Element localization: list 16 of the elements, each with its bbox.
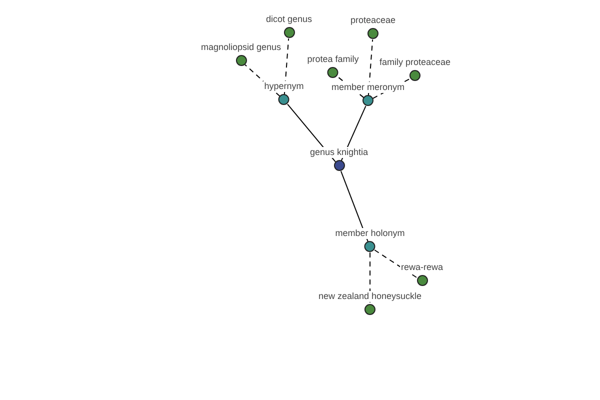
connector-line — [374, 250, 418, 278]
node-label: dicot genus — [264, 14, 314, 25]
node-label: magnoliopsid genus — [200, 42, 282, 53]
node-label: member meronym — [330, 82, 406, 93]
connector-line — [368, 38, 374, 96]
node-label: proteaceae — [349, 15, 397, 26]
node-label: rewa-rewa — [400, 262, 444, 273]
node-label: genus knightia — [308, 147, 370, 158]
node-label: protea family — [306, 54, 360, 65]
node-label: hypernym — [263, 81, 305, 92]
node-label: family proteaceae — [378, 57, 452, 68]
node-label: member holonym — [334, 228, 406, 239]
connector-line — [284, 38, 290, 96]
connector-line — [244, 64, 280, 97]
connector-line — [340, 170, 369, 242]
node-label: new zealand honeysuckle — [317, 291, 423, 302]
